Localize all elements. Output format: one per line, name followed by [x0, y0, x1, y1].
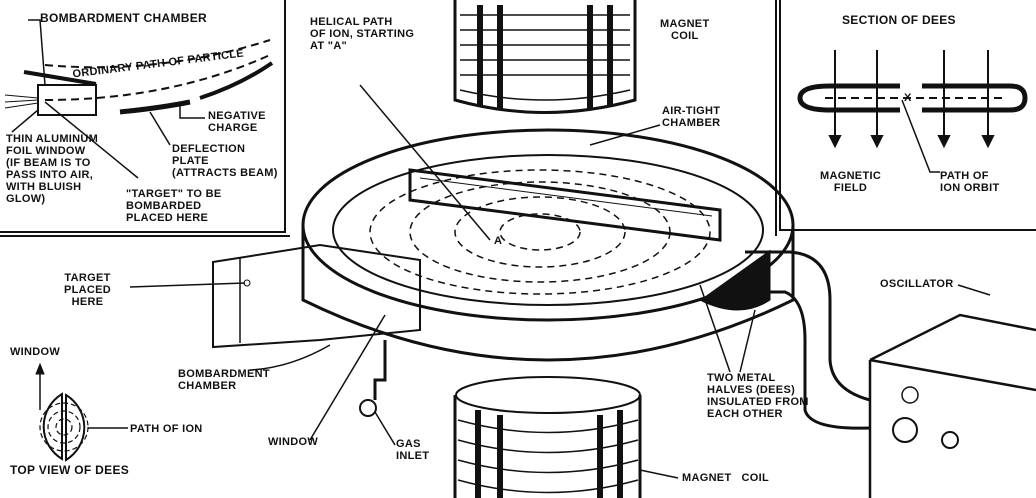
deflection-plate-label: DEFLECTION PLATE (ATTRACTS BEAM) [172, 143, 278, 179]
magnet-coil-bottom [453, 376, 679, 498]
oscillator-cables [735, 250, 871, 430]
gas-inlet [359, 340, 396, 446]
section-of-dees-inset [797, 50, 1028, 173]
dees-pointer [699, 284, 756, 373]
oscillator-label: OSCILLATOR [880, 278, 954, 290]
target-placed-here-label: TARGET PLACED HERE [64, 272, 112, 308]
dees-label: TWO METAL HALVES (DEES) INSULATED FROM E… [707, 372, 809, 420]
magnet-coil-top-label: MAGNET COIL [660, 18, 710, 42]
air-tight-chamber-label: AIR-TIGHT CHAMBER [662, 105, 721, 129]
negative-charge-label: NEGATIVE CHARGE [208, 110, 266, 134]
magnet-coil-top [453, 0, 637, 114]
top-view-title: TOP VIEW OF DEES [10, 463, 130, 477]
point-a-label: A [494, 235, 503, 247]
foil-window-label: THIN ALUMINUM FOIL WINDOW (IF BEAM IS TO… [6, 133, 99, 205]
top-view-window-label: WINDOW [10, 346, 61, 358]
right-inset-frame [775, 0, 1036, 236]
bombardment-chamber-box [129, 243, 421, 441]
bombardment-chamber-label: BOMBARDMENT CHAMBER [178, 368, 270, 392]
orbit-marker: X [904, 92, 912, 104]
helical-path-label: HELICAL PATH OF ION, STARTING AT "A" [310, 16, 415, 52]
path-of-ion-label: PATH OF ION [130, 423, 203, 435]
magnet-coil-bottom-label: MAGNET COIL [682, 472, 770, 484]
magnetic-field-label: MAGNETIC FIELD [820, 170, 882, 194]
air-tight-chamber [301, 84, 795, 362]
bombardment-chamber-inset [4, 19, 274, 179]
gas-inlet-label: GAS INLET [396, 438, 430, 462]
section-of-dees-title: SECTION OF DEES [842, 13, 956, 27]
left-inset-frame [0, 0, 290, 237]
oscillator-box [868, 284, 1036, 498]
ion-orbit-label: PATH OF ION ORBIT [940, 170, 1000, 194]
target-bombarded-label: "TARGET" TO BE BOMBARDED PLACED HERE [126, 188, 222, 224]
bombardment-chamber-inset-title: BOMBARDMENT CHAMBER [40, 11, 208, 25]
window-label: WINDOW [268, 436, 319, 448]
top-view-dees [35, 362, 128, 462]
